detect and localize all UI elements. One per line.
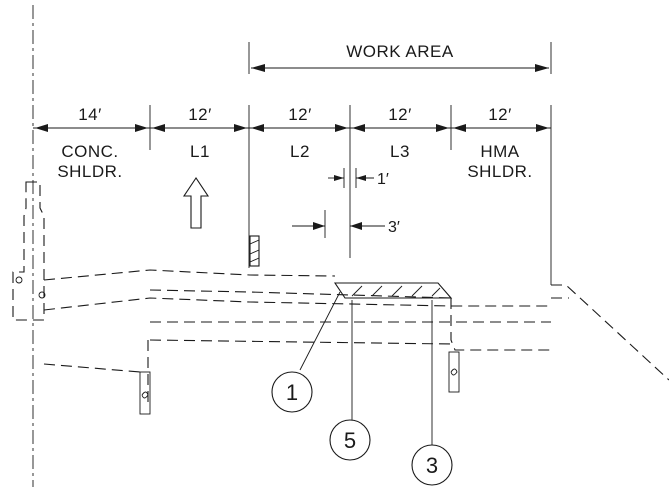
edge-drain-right [448,351,460,393]
offset-large-label: 3′ [388,219,400,236]
pavement-layers [43,269,669,405]
lane-name-hma-shldr-line2: SHLDR. [467,162,532,181]
work-area-label: WORK AREA [346,42,454,61]
three-foot-offset-dimension: 3′ [292,210,400,238]
lane-width-hma-shldr: 12′ [488,105,512,124]
callout-leaders [299,291,433,445]
lane-name-l3: L3 [390,142,410,161]
lane-name-conc-shldr-line2: SHLDR. [57,162,122,181]
callout-1: 1 [271,371,313,413]
one-foot-offset-dimension: 1′ [328,168,389,188]
callout-1-number: 1 [286,380,298,405]
lane-width-l3: 12′ [388,105,412,124]
up-arrow-icon [182,177,210,229]
lane-width-conc-shldr: 14′ [78,105,102,124]
channelizer-drum [249,235,260,267]
callout-3: 3 [411,444,453,486]
lane-width-dimensions: 14′ 12′ 12′ 12′ 12′ CONC. SHLDR. L1 L2 L… [33,105,552,285]
patch-area [333,282,453,299]
edge-drain-left [139,371,151,415]
work-area-dimension: WORK AREA [248,42,552,74]
callout-5: 5 [329,419,371,461]
lane-name-l1: L1 [190,142,210,161]
lane-name-conc-shldr-line1: CONC. [61,142,118,161]
concrete-barrier [12,181,46,321]
callout-5-number: 5 [344,428,356,453]
lane-name-l2: L2 [290,142,310,161]
lane-name-hma-shldr-line1: HMA [480,142,519,161]
lane-width-l2: 12′ [288,105,312,124]
offset-small-label: 1′ [377,171,389,188]
lane-width-l1: 12′ [188,105,212,124]
callout-3-number: 3 [426,453,438,478]
